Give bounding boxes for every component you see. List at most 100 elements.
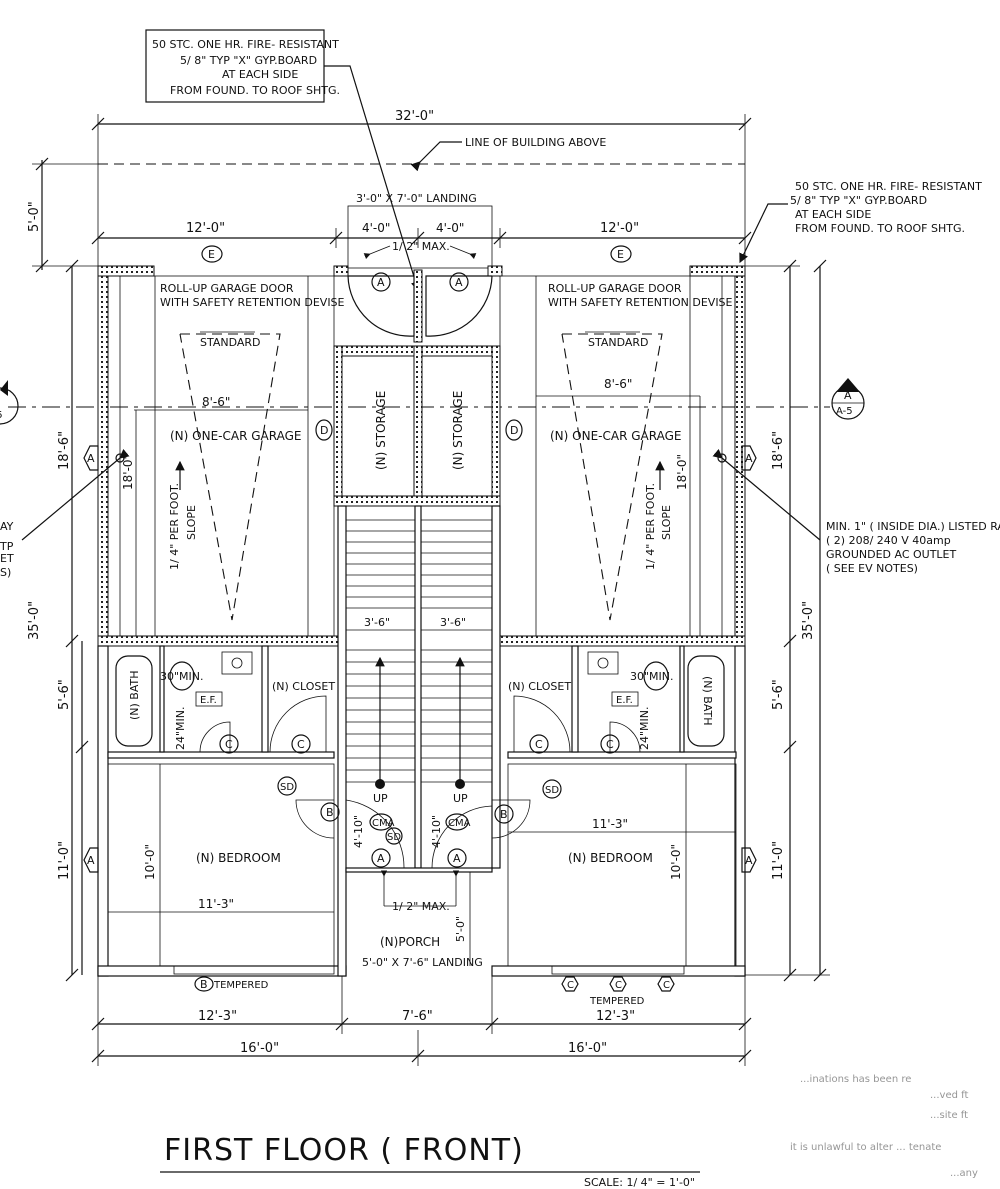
svg-text:12'-3": 12'-3" <box>198 1009 237 1024</box>
bedroom-label: (N) BEDROOM <box>196 851 281 865</box>
porch-label: (N)PORCH <box>380 935 440 949</box>
svg-text:A: A <box>745 452 753 465</box>
section-tag-sheet: A-5 <box>836 406 853 417</box>
ev-note-left-fragment: AY TP ET S) <box>0 448 130 579</box>
exterior-walls <box>97 265 746 977</box>
bath-right: (N) BATH 30"MIN. E.F. 24"MIN. <box>587 651 725 753</box>
closet-left: (N) CLOSET C C <box>219 680 335 754</box>
garage-door-label: WITH SAFETY RETENTION DEVISE <box>548 296 733 309</box>
landing-label: 3'-0" X 7'-0" LANDING <box>356 192 477 205</box>
parking-stall-left: STANDARD <box>179 331 281 621</box>
svg-text:D: D <box>320 424 328 437</box>
svg-text:TP: TP <box>0 540 14 553</box>
entry-doors-top: A A <box>347 272 493 337</box>
approval-stamp-faded: ...inations has been re ...ved ft ...sit… <box>790 1074 978 1179</box>
dim-text: 12'-0" <box>186 221 225 236</box>
tag-a-garage-left: A <box>83 445 99 471</box>
clearance-label: 30"MIN. <box>630 670 674 683</box>
svg-text:A-5: A-5 <box>0 410 3 421</box>
svg-text:A: A <box>453 852 461 865</box>
svg-text:16'-0": 16'-0" <box>240 1041 279 1056</box>
bath-label: (N) BATH <box>701 676 714 726</box>
svg-text:3'-6": 3'-6" <box>440 616 466 629</box>
garage-door-label: ROLL-UP GARAGE DOOR <box>548 282 682 295</box>
svg-text:CMA: CMA <box>448 818 471 829</box>
dim-text: 18'-6" <box>771 431 786 470</box>
garage-door-label: WITH SAFETY RETENTION DEVISE <box>160 296 345 309</box>
section-line: A A-5 A-5 <box>0 378 865 425</box>
svg-text:B: B <box>326 806 334 819</box>
fire-wall-note-right: 50 STC. ONE HR. FIRE- RESISTANT 5/ 8" TY… <box>739 180 982 264</box>
svg-text:E: E <box>617 248 624 261</box>
standard-label: STANDARD <box>200 336 261 349</box>
svg-text:A: A <box>377 276 385 289</box>
dim-text: 5'-0" <box>27 201 42 232</box>
svg-text:C: C <box>606 738 614 751</box>
stair-right <box>421 519 492 783</box>
storage-rooms: (N) STORAGE (N) STORAGE <box>374 391 465 470</box>
garage-door-label: ROLL-UP GARAGE DOOR <box>160 282 294 295</box>
line-of-building-above: LINE OF BUILDING ABOVE <box>98 136 745 172</box>
tag-a-bed-left: A <box>83 847 99 873</box>
bedroom-right: (N) BEDROOM 11'-3" 10'-0" SD B <box>491 763 737 975</box>
bedroom-left: (N) BEDROOM 11'-3" 10'-0" SD B <box>107 763 340 975</box>
garage-depth-dim: 18'-0" <box>675 454 689 490</box>
garage-label: (N) ONE-CAR GARAGE <box>170 429 301 443</box>
svg-text:3'-6": 3'-6" <box>364 616 390 629</box>
bed-depth-dim: 10'-0" <box>143 844 157 880</box>
svg-text:AY: AY <box>0 520 14 533</box>
parking-stall-right: STANDARD <box>561 331 663 621</box>
dim-text: 11'-0" <box>57 841 72 880</box>
dim-text: 5'-6" <box>771 679 786 710</box>
svg-text:SD: SD <box>545 785 559 796</box>
exhaust-fan-label: E.F. <box>616 695 633 706</box>
exhaust-fan-label: E.F. <box>200 695 217 706</box>
dim-text: 4'-0" <box>436 221 464 235</box>
svg-text:16'-0": 16'-0" <box>568 1041 607 1056</box>
svg-text:C: C <box>615 980 622 991</box>
closet-right: (N) CLOSET C C <box>508 680 620 754</box>
note-line: 5/ 8" TYP "X" GYP.BOARD <box>790 194 927 207</box>
svg-text:C: C <box>297 738 305 751</box>
dim-bottom: 12'-3" 7'-6" 12'-3" 16'-0" 16'-0" <box>91 976 752 1066</box>
svg-text:12'-3": 12'-3" <box>596 1009 635 1024</box>
svg-text:A: A <box>455 276 463 289</box>
clearance-label: 30"MIN. <box>160 670 204 683</box>
note-line: MIN. 1" ( INSIDE DIA.) LISTED RACEWAY <box>826 520 1000 533</box>
dim-overall-width: 32'-0" <box>91 109 752 270</box>
svg-text:A: A <box>87 452 95 465</box>
standard-label: STANDARD <box>588 336 649 349</box>
svg-text:it is unlawful to alter ... te: it is unlawful to alter ... tenate <box>790 1142 941 1153</box>
svg-text:CMA: CMA <box>372 818 395 829</box>
garage-depth-dim: 18'-0" <box>121 454 135 490</box>
tag-e-left: E <box>201 245 223 263</box>
note-line: FROM FOUND. TO ROOF SHTG. <box>170 84 340 97</box>
bed-depth-dim: 10'-0" <box>669 844 683 880</box>
dim-text: 35'-0" <box>27 601 42 640</box>
garage-left: ROLL-UP GARAGE DOOR WITH SAFETY RETENTIO… <box>115 282 345 636</box>
slope-label: 1/ 4" PER FOOT. <box>644 483 657 570</box>
note-line: AT EACH SIDE <box>222 68 298 81</box>
drawing-scale: SCALE: 1/ 4" = 1'-0" <box>584 1176 695 1189</box>
tag-a-bed-right: A <box>741 847 757 873</box>
dim-right-side: 18'-6" 5'-6" 11'-0" 35'-0" <box>745 259 830 982</box>
porch: 1/ 2" MAX. 5'-0" (N)PORCH 5'-0" X 7'-6" … <box>362 870 483 969</box>
tag-e-right: E <box>610 245 632 263</box>
dim-text: 5'-6" <box>57 679 72 710</box>
drawing-title-block: FIRST FLOOR ( FRONT) SCALE: 1/ 4" = 1'-0… <box>160 1133 700 1189</box>
tag-d-left: D <box>315 419 333 441</box>
note-line-of-building: LINE OF BUILDING ABOVE <box>465 136 606 149</box>
note-line: ( SEE EV NOTES) <box>826 562 918 575</box>
dim-text: 18'-6" <box>57 431 72 470</box>
svg-text:A: A <box>87 854 95 867</box>
fire-wall-note-top: 50 STC. ONE HR. FIRE- RESISTANT 5/ 8" TY… <box>145 29 421 292</box>
dim-left-side: 5'-0" 18'-6" 35'-0" 5'-6" 11'-0" <box>27 157 108 982</box>
stair-dims: 3'-6" 3'-6" UP UP <box>346 616 492 805</box>
porch-max-label: 1/ 2" MAX. <box>392 900 450 913</box>
tempered-label: TEMPERED <box>213 980 269 991</box>
tag-a-garage-right: A <box>741 445 757 471</box>
garage-width-dim: 8'-6" <box>202 395 230 409</box>
svg-text:A: A <box>745 854 753 867</box>
svg-text:UP: UP <box>453 792 468 805</box>
